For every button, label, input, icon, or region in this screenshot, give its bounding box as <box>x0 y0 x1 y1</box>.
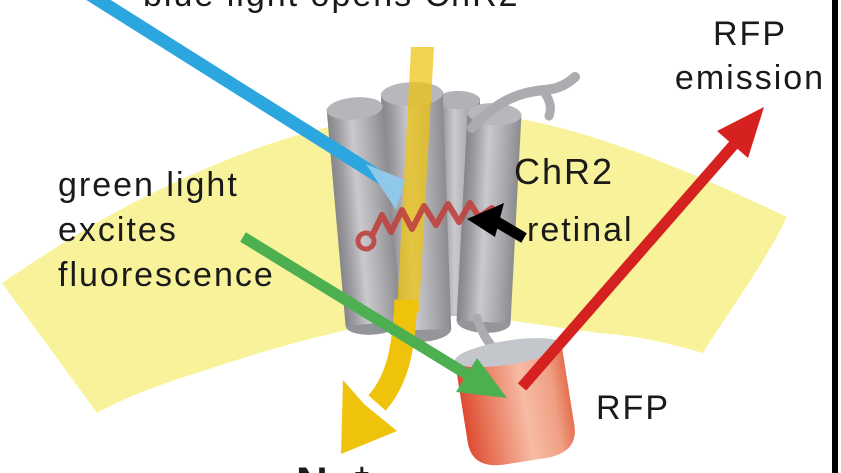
figure-right-border <box>832 0 838 473</box>
retinal-label: retinal <box>527 211 634 249</box>
sodium-symbol: Na <box>296 459 354 473</box>
blue-light-beam <box>86 0 398 192</box>
green-light-arrowhead <box>456 358 507 398</box>
green-light-line3: fluorescence <box>58 256 275 294</box>
chr2-terminus-tail-branch <box>539 87 555 121</box>
rfp-barrel <box>454 338 575 466</box>
sodium-label: Na+ <box>296 448 370 473</box>
green-light-line1: green light <box>58 166 239 204</box>
rfp-emission-label: RFP emission <box>664 12 836 100</box>
blue-light-arrowhead <box>366 164 405 210</box>
chr2-label: ChR2 <box>514 151 615 192</box>
green-light-line2: excites <box>58 211 178 249</box>
sodium-arrowhead <box>341 380 397 454</box>
rfp-emission-line2: emission <box>674 59 826 97</box>
green-light-arrow-shaft <box>240 232 471 380</box>
rfp-label: RFP <box>596 389 670 427</box>
retinal-pointer-arrow <box>467 203 527 243</box>
top-caption: blue light opens ChR2 <box>143 0 520 15</box>
sodium-arrow-shaft <box>368 299 418 411</box>
sodium-flow-stripe <box>397 47 434 312</box>
rfp-barrel-cap <box>454 338 562 368</box>
rfp-emission-line1: RFP <box>713 15 787 53</box>
retinal-squiggle <box>355 200 495 252</box>
green-light-label: green light excites fluorescence <box>58 163 275 298</box>
red-emission-arrowhead <box>717 107 764 158</box>
sodium-charge: + <box>354 458 371 473</box>
red-emission-arrow-shaft <box>517 137 742 391</box>
